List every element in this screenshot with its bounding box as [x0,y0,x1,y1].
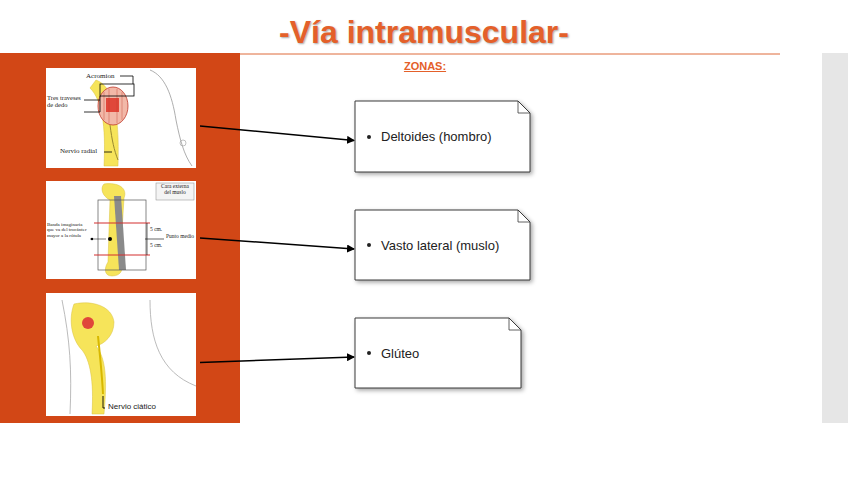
limit-line [94,222,150,223]
dimension-tick [145,239,164,240]
figure-annotation: Nervio ciático [108,403,178,411]
band-leader [90,239,106,240]
note-outline [355,101,530,172]
note-outline [355,318,521,388]
title-rule [240,54,780,55]
figure-annotation: 5 cm. [150,243,168,249]
figure-annotation: Nervio radial [60,148,110,155]
connector-arrow [200,357,354,363]
note-fold [518,210,530,222]
acromion-bracket [100,84,134,96]
image-frame [46,181,196,279]
nerve-line [110,125,118,160]
limit-line [94,254,150,255]
illustration-panel: AcromionTres traveses de dedoNervio radi… [46,68,196,168]
bullet-dot [367,243,371,247]
finger-leader [84,112,100,113]
muscle-fiber [117,89,118,123]
folded-note-box: Glúteo [355,318,521,388]
muscle-fiber [109,89,110,123]
note-fold [518,101,530,113]
connector-arrow [200,238,354,249]
connector-arrow [200,126,354,141]
figure-annotation: 5 cm. [150,227,168,233]
note-content: Deltoides (hombro) [355,101,530,172]
slide-title: -Vía intramuscular- [0,14,848,51]
deltoid-muscle [98,87,128,125]
pelvis-bone [71,303,114,414]
hip-outline [150,300,196,386]
note-content: Glúteo [355,318,521,388]
zone-name: Glúteo [381,346,419,361]
image-frame [46,293,196,416]
illustration-panel: Nervio ciático [46,293,196,416]
note-fold [509,318,521,330]
zone-name: Deltoides (hombro) [381,129,492,144]
figure-annotation: Banda imaginaria que va del trocánter ma… [47,222,87,238]
figure-annotation: Acromion [86,73,126,80]
bullet-dot [367,351,371,355]
zone-name: Vasto lateral (muslo) [381,238,499,253]
imaginary-band [114,196,126,270]
section-label: ZONAS: [380,60,470,72]
injection-point [108,237,112,241]
figure-annotation: Punto medio [166,234,196,240]
thigh-illustration [46,181,196,279]
nerve-leader [103,396,105,408]
figure-annotation: Cara externa del muslo [157,184,193,196]
acromion-leader [120,76,133,84]
hip-outline [62,300,71,414]
zone-outline [98,200,146,270]
bullet-dot [367,135,371,139]
shoulder-illustration [46,68,196,168]
gluteal-illustration [46,293,196,416]
note-content: Vasto lateral (muslo) [355,210,530,280]
injection-site [82,317,94,329]
note-shape [355,318,521,388]
folded-note-box: Vasto lateral (muslo) [355,210,530,280]
nerve-leader [104,152,112,153]
body-outline [150,70,192,166]
image-frame [46,68,196,168]
caption-frame [156,183,194,200]
illustration-panel: Cara externa del musloBanda imaginaria q… [46,181,196,279]
sciatic-nerve [98,336,103,394]
finger-bracket [100,96,101,112]
gray-side-bar [822,53,848,423]
hand-outline [180,140,186,146]
note-outline [355,210,530,280]
finger-leader [84,100,100,101]
folded-note-box: Deltoides (hombro) [355,101,530,172]
figure-annotation: Tres traveses de dedo [47,95,81,109]
